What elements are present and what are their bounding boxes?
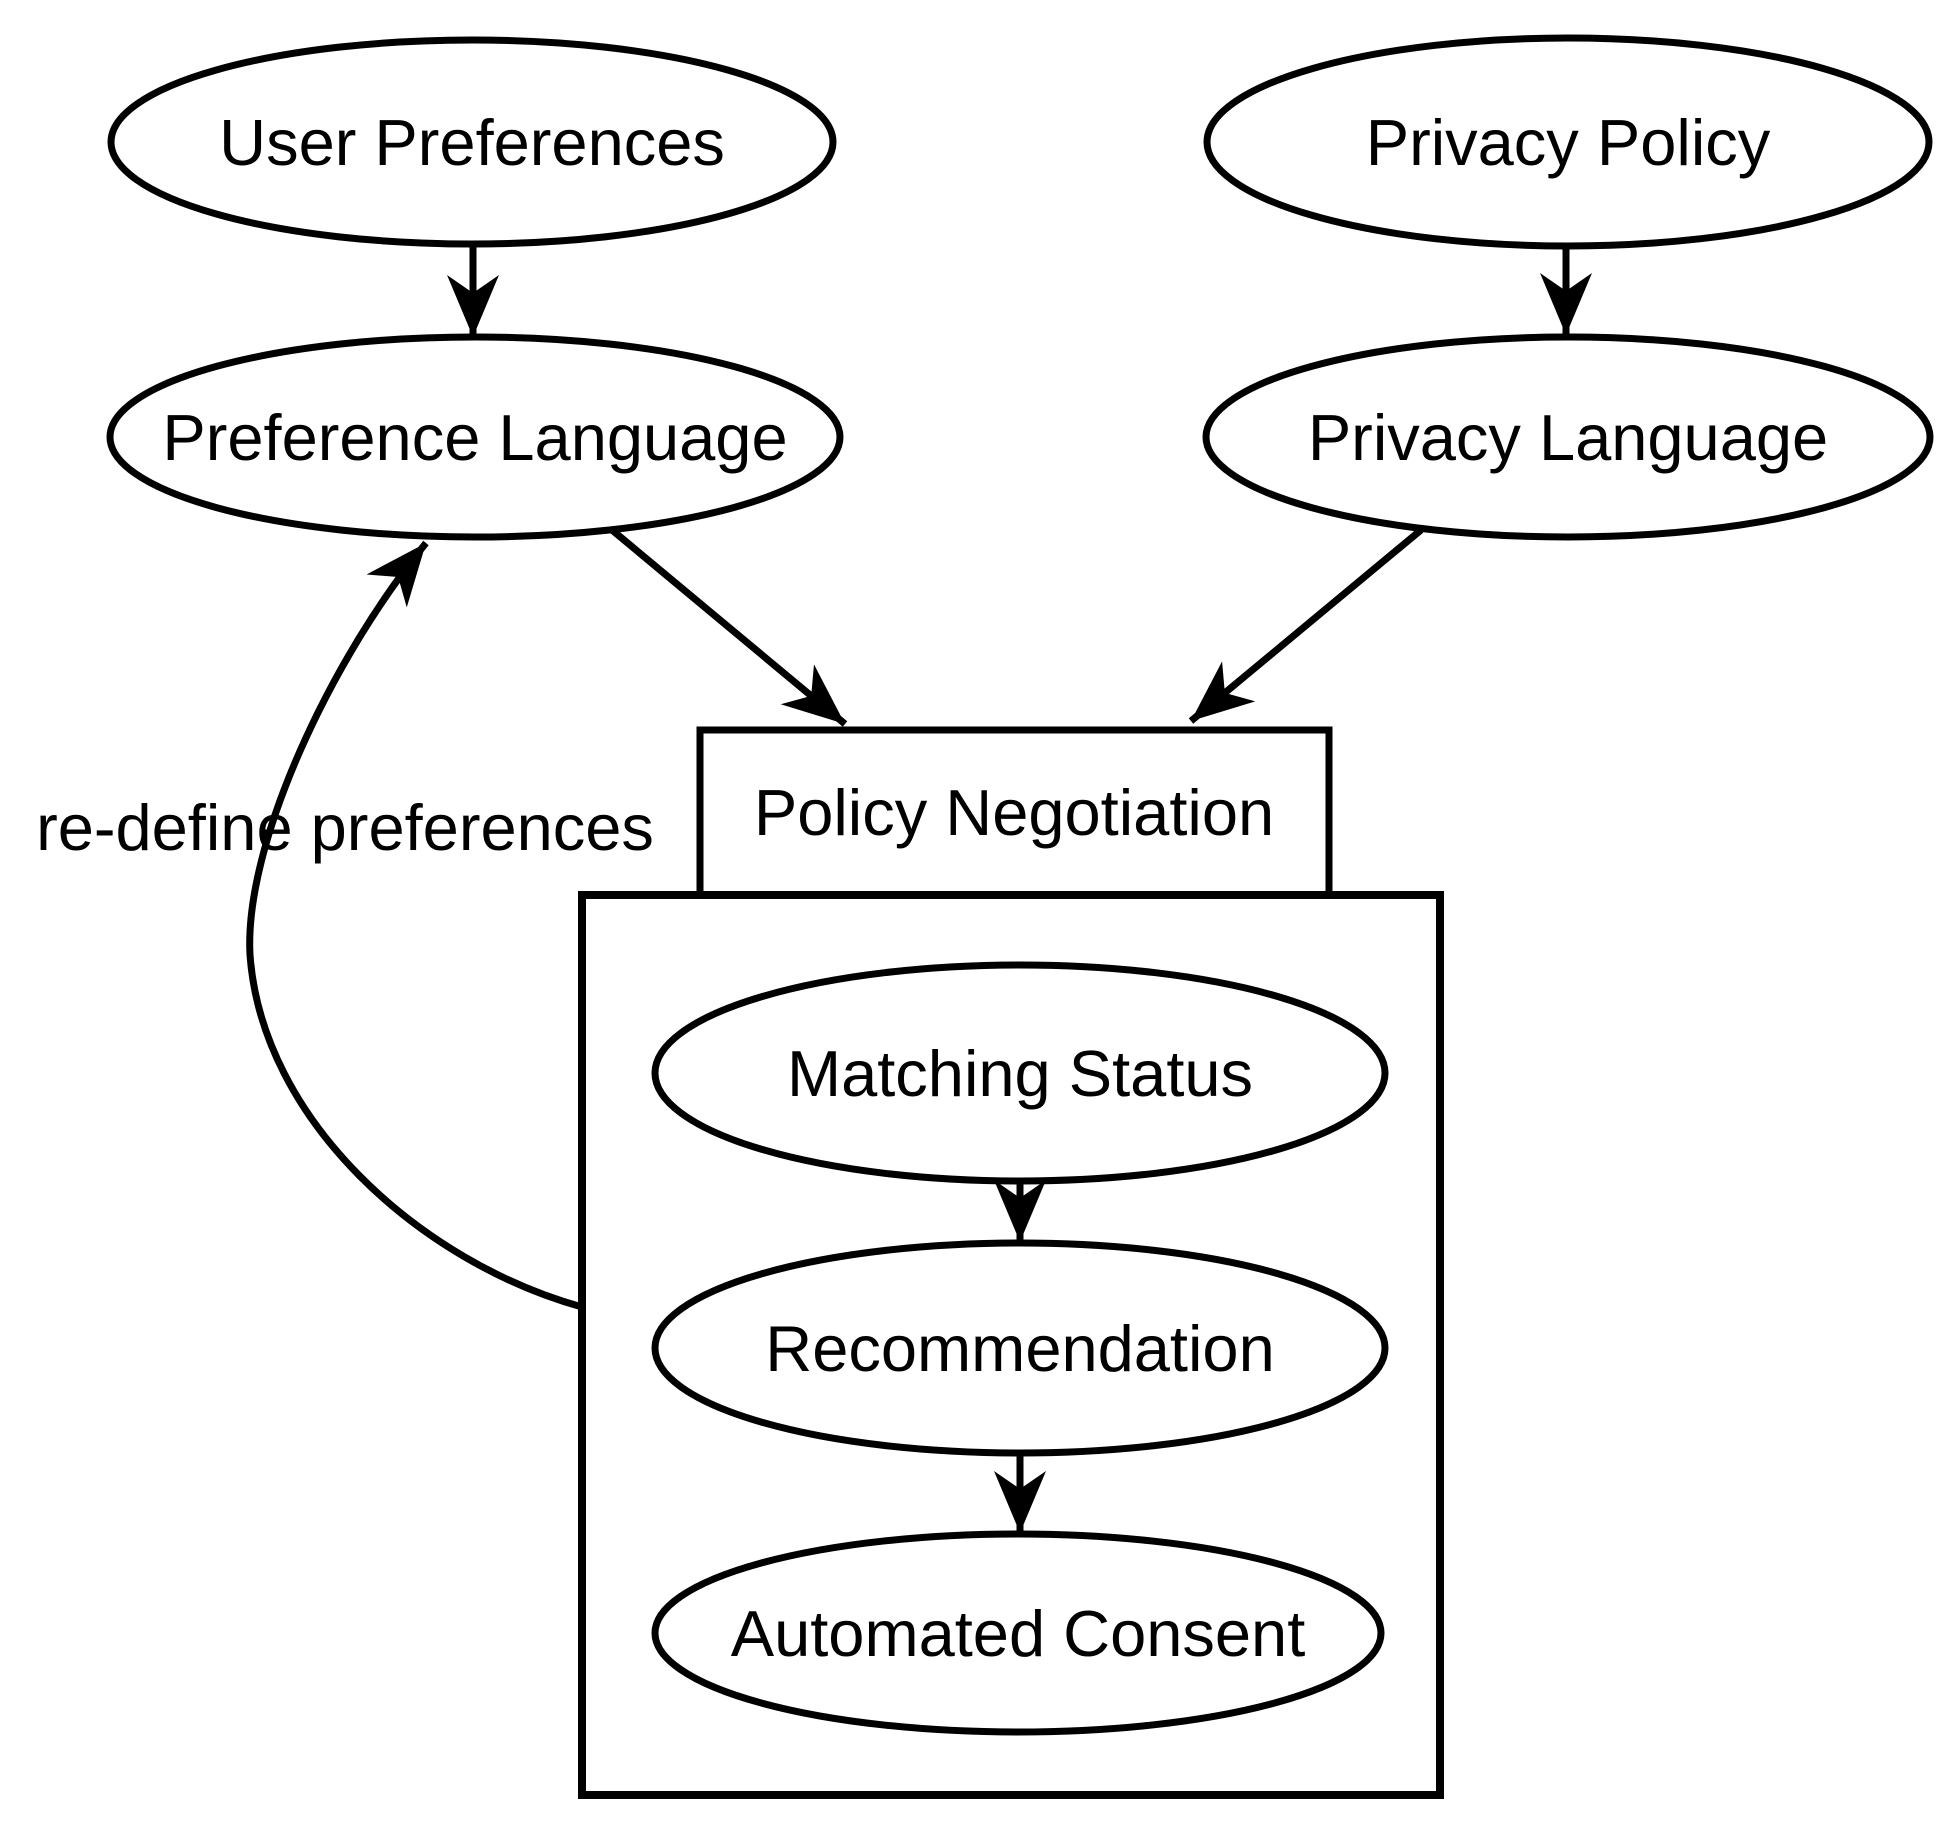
redefine-preferences-edge-label: re-define preferences	[36, 791, 654, 864]
recommendation-node	[651, 1239, 1389, 1457]
negotiation-container	[578, 891, 1444, 1799]
automated-consent-node	[651, 1530, 1385, 1736]
recommendation-label: Recommendation	[765, 1312, 1274, 1385]
policy-negotiation-label: Policy Negotiation	[754, 776, 1274, 849]
edge-privacy-language-to-policy-negotiation	[1188, 527, 1424, 724]
edge-redefine-preferences-feedback	[246, 540, 583, 1311]
matching-status-label: Matching Status	[787, 1037, 1253, 1110]
automated-consent-label: Automated Consent	[731, 1597, 1306, 1670]
privacy-language-node	[1202, 333, 1934, 541]
privacy-policy-label: Privacy Policy	[1366, 106, 1771, 179]
matching-status-node	[651, 961, 1389, 1185]
preference-language-label: Preference Language	[162, 401, 787, 474]
preference-language-node	[106, 333, 844, 541]
user-preferences-label: User Preferences	[219, 106, 725, 179]
edge-preference-language-to-policy-negotiation	[609, 527, 848, 727]
privacy-policy-node	[1203, 34, 1933, 250]
user-preferences-node	[107, 36, 837, 248]
privacy-language-label: Privacy Language	[1308, 401, 1828, 474]
